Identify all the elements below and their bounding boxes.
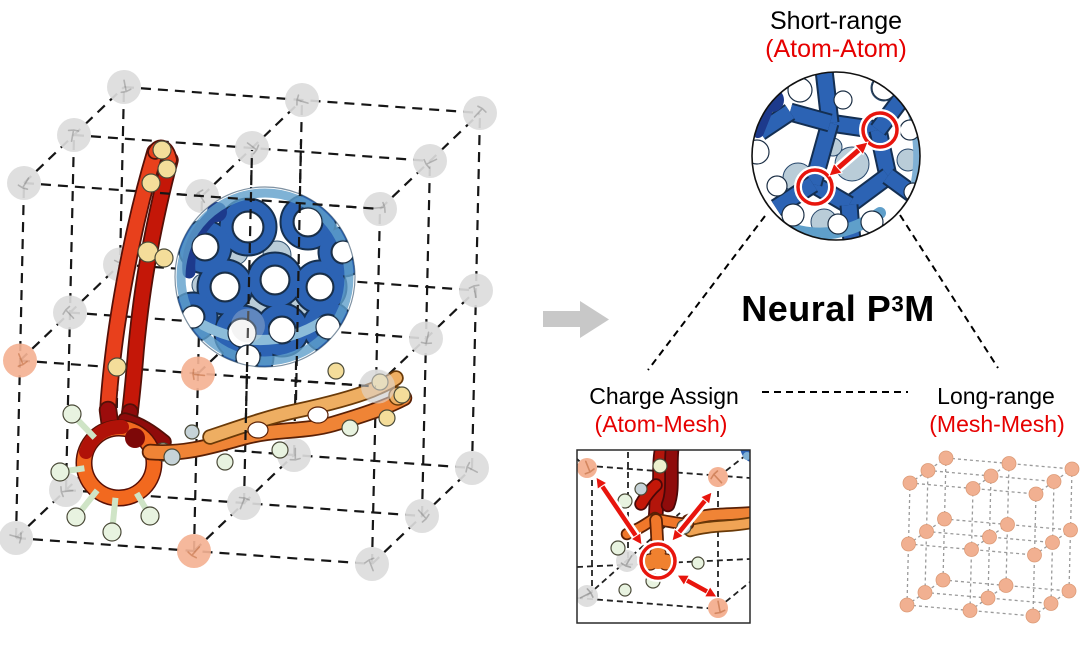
mesh-point bbox=[409, 321, 443, 356]
grid-overlay-lines bbox=[159, 139, 395, 441]
short-range-inset bbox=[752, 72, 920, 240]
mesh-point bbox=[107, 70, 141, 104]
mesh-point-small bbox=[1046, 474, 1062, 489]
mesh-point bbox=[49, 473, 83, 507]
short-range-subtitle: (Atom-Atom) bbox=[765, 35, 907, 63]
mesh-point bbox=[3, 343, 37, 378]
simulation-cell-grid bbox=[0, 70, 497, 581]
mesh-point bbox=[227, 486, 261, 520]
mesh-point-small bbox=[1043, 596, 1059, 611]
mesh-point-small bbox=[964, 542, 979, 557]
mesh-point-small bbox=[980, 590, 996, 606]
mesh-point-small bbox=[965, 481, 981, 496]
charge-assign-inset-border bbox=[576, 449, 751, 624]
charge-assign-title: Charge Assign bbox=[589, 383, 739, 409]
flow-arrow-icon bbox=[543, 301, 609, 338]
neural-title-suffix: M bbox=[904, 288, 935, 329]
short-range-title: Short-range bbox=[769, 7, 903, 35]
mesh-point-small bbox=[937, 511, 952, 527]
mesh-point-small bbox=[902, 475, 918, 491]
mesh-point-small bbox=[1001, 456, 1017, 471]
mesh-point-small bbox=[1063, 522, 1078, 538]
mesh-point bbox=[463, 96, 497, 130]
neural-p3m-title: Neural P3M bbox=[741, 288, 934, 329]
mesh-point-small bbox=[1000, 517, 1015, 532]
mesh-point bbox=[355, 547, 389, 581]
long-range-subtitle: (Mesh-Mesh) bbox=[929, 411, 1065, 437]
mesh-point bbox=[413, 144, 447, 178]
mesh-point bbox=[235, 131, 269, 165]
mesh-point bbox=[57, 118, 91, 152]
mesh-point bbox=[181, 356, 215, 391]
mesh-point-small bbox=[1027, 547, 1042, 563]
mesh-point-small bbox=[1028, 486, 1044, 502]
mesh-point bbox=[53, 295, 87, 330]
mesh-point bbox=[363, 192, 397, 226]
mesh-point-small bbox=[1025, 608, 1041, 624]
molecules bbox=[50, 139, 413, 542]
fullerene-molecule bbox=[175, 187, 355, 367]
charge-assign-subtitle: (Atom-Mesh) bbox=[594, 411, 728, 437]
mesh-point bbox=[177, 534, 211, 568]
mesh-point-small bbox=[983, 468, 999, 484]
mesh-point bbox=[459, 273, 493, 308]
connector-dashes bbox=[647, 214, 999, 393]
mesh-point-small bbox=[962, 603, 978, 618]
long-range-mesh-grid bbox=[899, 450, 1080, 624]
mesh-point bbox=[285, 83, 319, 117]
mesh-point bbox=[0, 521, 33, 555]
mesh-point-small bbox=[935, 572, 951, 588]
neural-title-prefix: Neural P bbox=[741, 288, 892, 329]
mesh-point-small bbox=[938, 450, 954, 466]
charge-assign-inset bbox=[577, 450, 750, 623]
mesh-point bbox=[7, 166, 41, 200]
mesh-point-small bbox=[919, 524, 934, 539]
mesh-point-small bbox=[998, 578, 1014, 593]
mesh-point-small bbox=[901, 536, 916, 552]
mesh-point bbox=[455, 451, 489, 485]
mesh-point-small bbox=[982, 529, 997, 545]
mesh-point-small bbox=[1064, 461, 1080, 477]
long-range-title: Long-range bbox=[937, 383, 1055, 409]
mesh-point-small bbox=[1045, 535, 1060, 550]
mesh-point-small bbox=[899, 597, 915, 613]
neural-title-superscript: 3 bbox=[891, 291, 905, 317]
mesh-point-small bbox=[917, 585, 933, 600]
mesh-point-small bbox=[920, 463, 936, 478]
mesh-point bbox=[405, 499, 439, 533]
mesh-point-small bbox=[1061, 583, 1077, 599]
